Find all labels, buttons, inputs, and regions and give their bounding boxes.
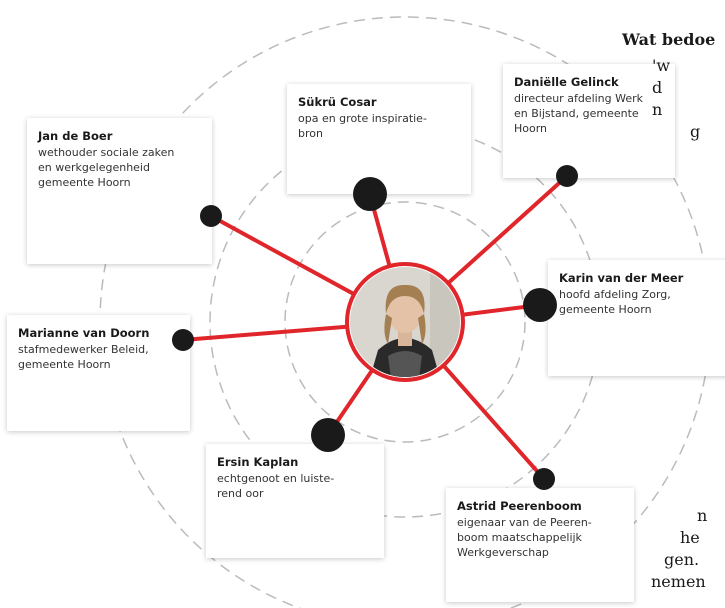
person-role: opa en grote inspiratie- bron: [298, 112, 427, 140]
connector-line: [403, 174, 569, 324]
article-text: n: [697, 506, 708, 525]
connector-line: [209, 214, 407, 324]
article-text: d: [652, 78, 663, 97]
person-role: stafmedewerker Beleid, gemeente Hoorn: [18, 343, 149, 371]
person-card: Ersin Kaplan echtgenoot en luiste- rend …: [206, 444, 384, 558]
person-card: Marianne van Doorn stafmedewerker Beleid…: [7, 315, 190, 431]
article-text: nemen: [651, 572, 706, 591]
person-name: Sükrü Cosar: [298, 95, 377, 109]
person-role: wethouder sociale zaken en werkgelegenhe…: [38, 146, 175, 189]
person-card: Daniëlle Gelinck directeur afdeling Werk…: [503, 64, 675, 178]
person-name: Karin van der Meer: [559, 271, 684, 285]
person-card: Karin van der Meer hoofd afdeling Zorg, …: [548, 260, 725, 376]
person-role: directeur afdeling Werk en Bijstand, gem…: [514, 92, 644, 135]
person-name: Ersin Kaplan: [217, 455, 299, 469]
person-role: echtgenoot en luiste- rend oor: [217, 472, 335, 500]
connector-line: [181, 320, 407, 342]
ring-inner: [284, 201, 526, 443]
article-text: n: [652, 100, 663, 119]
person-role: eigenaar van de Peeren- boom maatschappe…: [457, 516, 592, 559]
article-text: 'w: [652, 56, 671, 75]
connector-lines: [181, 174, 569, 481]
article-text: gen.: [664, 550, 700, 569]
person-card: Jan de Boer wethouder sociale zaken en w…: [27, 118, 212, 264]
article-text: he: [680, 528, 700, 547]
person-card: Astrid Peerenboom eigenaar van de Peeren…: [446, 488, 634, 602]
connector-line: [326, 320, 407, 437]
person-name: Astrid Peerenboom: [457, 499, 582, 513]
article-heading: Wat bedoe: [622, 30, 716, 49]
person-name: Daniëlle Gelinck: [514, 75, 619, 89]
article-text: g: [690, 122, 701, 141]
person-card: Sükrü Cosar opa en grote inspiratie- bro…: [287, 84, 471, 194]
connector-line: [403, 303, 542, 324]
person-name: Jan de Boer: [38, 129, 113, 143]
person-name: Marianne van Doorn: [18, 326, 150, 340]
person-role: hoofd afdeling Zorg, gemeente Hoorn: [559, 288, 671, 316]
connector-line: [368, 193, 407, 324]
